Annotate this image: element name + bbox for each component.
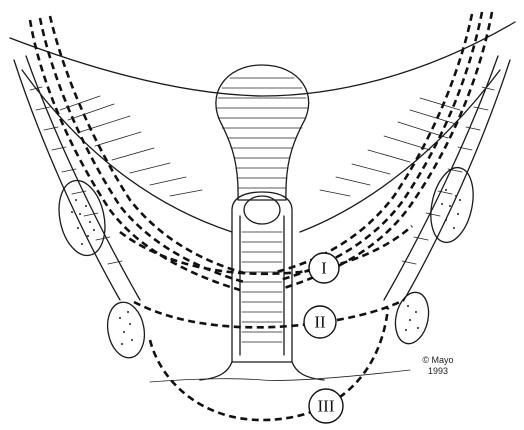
level-2-text: II [314, 313, 326, 332]
uterus [216, 65, 309, 200]
copyright-line2: 1993 [428, 366, 448, 376]
level-1-text: I [321, 259, 327, 278]
ischial-tuberosity-left [103, 299, 148, 360]
perineum-line [150, 370, 410, 382]
level-3-label: III [309, 389, 343, 423]
level-2-outline [134, 300, 404, 327]
level-3-text: III [318, 397, 335, 416]
sidewall-muscle-left [14, 56, 140, 300]
level-2-label: II [304, 306, 336, 338]
level-1-outline [120, 226, 412, 274]
level-1-label: I [309, 253, 339, 283]
copyright-line1: © Mayo [422, 355, 453, 365]
ischial-tuberosity-right [391, 289, 433, 347]
vagina-tube [200, 192, 324, 380]
copyright-notice: © Mayo 1993 [422, 355, 453, 376]
level-3-outline [150, 308, 388, 420]
